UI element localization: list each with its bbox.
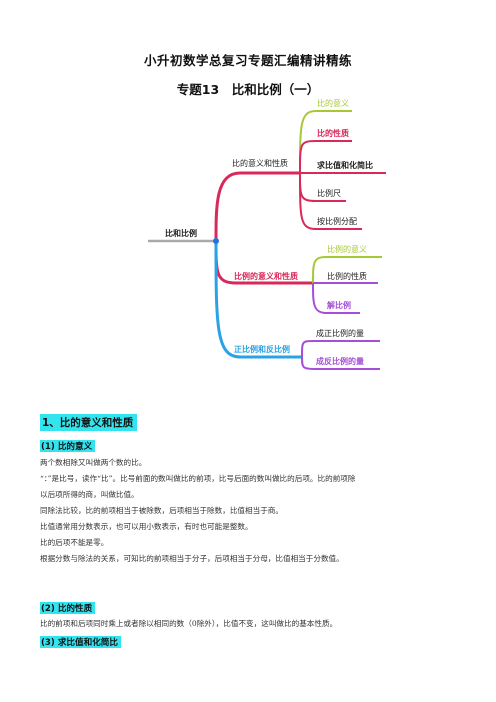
leaf-label-3-1: 成正比例的量 bbox=[316, 328, 364, 338]
paragraph-line: 根据分数与除法的关系，可知比的前项相当于分子，后项相当于分母，比值相当于分数值。 bbox=[40, 554, 344, 563]
paragraph-line: 比值通常用分数表示，也可以用小数表示，有时也可能是整数。 bbox=[40, 522, 253, 531]
branch-connector-1 bbox=[214, 171, 300, 242]
section-body-2: 比的前项和后项同时乘上或者除以相同的数（0除外），比值不变，这叫做比的基本性质。 bbox=[40, 616, 460, 632]
paragraph-line: 同除法比较，比的前项相当于被除数，后项相当于除数，比值相当于商。 bbox=[40, 506, 283, 515]
leaf-label-1-3: 求比值和化简比 bbox=[317, 160, 373, 170]
subsection-heading-3: (3) 求比值和化简比 bbox=[40, 636, 121, 648]
branch-label-2: 比例的意义和性质 bbox=[234, 271, 298, 281]
document-subtitle: 专题13 比和比例（一） bbox=[176, 82, 320, 97]
paragraph-line: 比的后项不能是零。 bbox=[40, 538, 109, 547]
leaf-line-3-1 bbox=[301, 340, 380, 358]
subsection-heading-2: (2) 比的性质 bbox=[40, 602, 96, 614]
branch-connector-3 bbox=[214, 240, 302, 359]
leaf-line-1-5 bbox=[299, 172, 362, 230]
mind-map: 比和比例 比的意义和性质 比的意义 比的性质 求比值和化简比 比例尺 按比例分配… bbox=[148, 98, 386, 370]
root-node-dot bbox=[213, 238, 219, 244]
leaf-label-1-4: 比例尺 bbox=[317, 188, 341, 198]
subsection-heading-1: (1) 比的意义 bbox=[40, 440, 96, 452]
leaf-label-1-1: 比的意义 bbox=[317, 98, 349, 108]
leaf-line-2-1 bbox=[312, 256, 382, 284]
mindmap-root-label: 比和比例 bbox=[165, 228, 197, 238]
section-heading: 1、比的意义和性质 bbox=[40, 414, 138, 431]
leaf-label-1-5: 按比例分配 bbox=[317, 216, 357, 226]
leaf-line-3-2 bbox=[301, 356, 380, 370]
branch-label-3: 正比例和反比例 bbox=[234, 344, 290, 354]
paragraph-line: “：”是比号，读作“比”。比号前面的数叫做比的前项，比号后面的数叫做比的后项。比… bbox=[40, 474, 356, 483]
leaf-label-2-3: 解比例 bbox=[327, 300, 351, 310]
leaf-label-3-2: 成反比例的量 bbox=[316, 356, 364, 366]
paragraph-line: 两个数相除又叫做两个数的比。 bbox=[40, 458, 147, 467]
paragraph-line: 以后项所得的商，叫做比值。 bbox=[40, 490, 139, 499]
leaf-line-2-3 bbox=[312, 282, 360, 314]
leaf-label-2-2: 比例的性质 bbox=[327, 271, 367, 281]
leaf-label-1-2: 比的性质 bbox=[317, 128, 349, 138]
section-body-1: 两个数相除又叫做两个数的比。 “：”是比号，读作“比”。比号前面的数叫做比的前项… bbox=[40, 455, 460, 567]
paragraph-line: 比的前项和后项同时乘上或者除以相同的数（0除外），比值不变，这叫做比的基本性质。 bbox=[40, 619, 338, 628]
leaf-label-2-1: 比例的意义 bbox=[327, 244, 367, 254]
leaf-line-1-2 bbox=[299, 140, 352, 174]
branch-label-1: 比的意义和性质 bbox=[232, 158, 288, 168]
document-title: 小升初数学总复习专题汇编精讲精练 bbox=[143, 53, 352, 68]
